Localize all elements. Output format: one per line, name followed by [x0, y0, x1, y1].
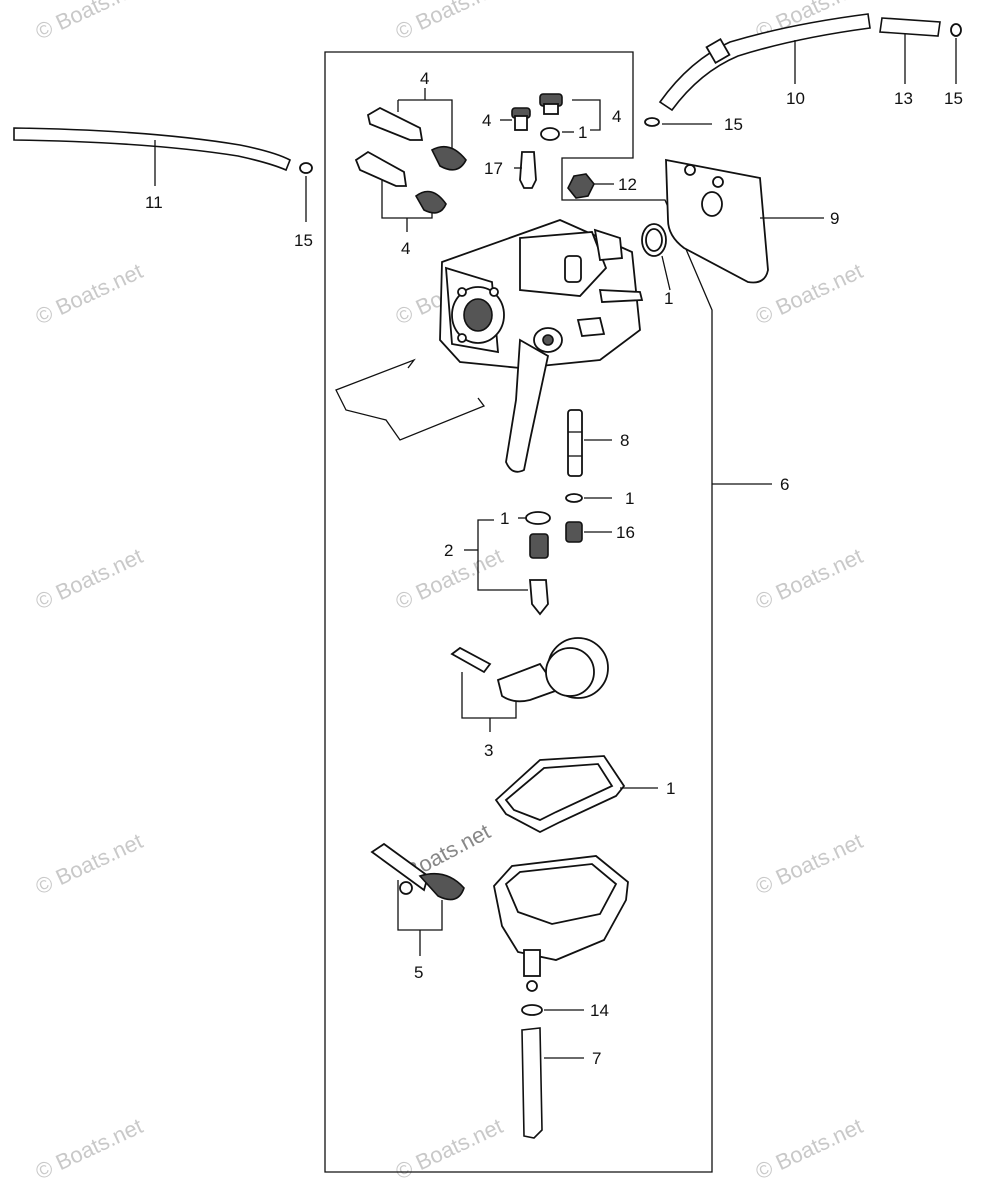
callout-3: 3	[484, 741, 493, 760]
callout-1: 1	[666, 779, 675, 798]
valve-seat-2	[464, 511, 551, 616]
watermark: © Boats.net	[32, 258, 147, 329]
callout-4: 4	[482, 111, 491, 130]
watermark: © Boats.net	[752, 543, 867, 614]
callout-9: 9	[830, 209, 839, 228]
callout-2: 2	[444, 541, 453, 560]
clamp-15-far-right	[950, 23, 962, 84]
washer-1-small	[565, 493, 612, 503]
callout-1: 1	[500, 509, 509, 528]
float-bowl-gasket-1	[494, 755, 658, 834]
hose-11	[13, 127, 292, 186]
watermark: © Boats.net	[32, 1113, 147, 1184]
callout-15: 15	[724, 115, 743, 134]
hose-10	[658, 13, 871, 112]
callout-8: 8	[620, 431, 629, 450]
callout-4: 4	[420, 69, 429, 88]
callout-11: 11	[145, 193, 163, 212]
clamp-15-right	[644, 117, 712, 127]
drain-screw-5	[370, 842, 465, 956]
carburetor-body	[439, 219, 644, 473]
callout-17: 17	[484, 159, 503, 178]
watermark: © Boats.net	[392, 0, 507, 45]
hose-13	[879, 17, 941, 84]
watermark: © Boats.net	[752, 258, 867, 329]
callout-10: 10	[786, 89, 805, 108]
callout-5: 5	[414, 963, 423, 982]
fuel-cut-valve-17	[514, 151, 537, 189]
callout-14: 14	[590, 1001, 609, 1020]
main-jet-16	[565, 521, 612, 543]
assembly-boundary	[324, 51, 713, 1173]
oring-1-side	[641, 223, 671, 291]
float-3	[450, 637, 609, 732]
watermark: © Boats.net	[32, 0, 147, 45]
callout-1: 1	[625, 489, 634, 508]
callout-labels: 4 4 4 1 17 12 15 10 13 15 11 15 4 9 1 8 …	[145, 69, 963, 1068]
callout-15: 15	[944, 89, 963, 108]
callout-4: 4	[612, 107, 621, 126]
clamp-15-left	[299, 162, 313, 222]
pilot-screw-lower	[354, 150, 447, 232]
watermark: © Boats.net	[752, 1113, 867, 1184]
watermark: © Boats.net	[392, 1113, 507, 1184]
pilot-screw-upper	[366, 88, 467, 171]
callout-16: 16	[616, 523, 635, 542]
callout-12: 12	[618, 175, 637, 194]
callout-15: 15	[294, 231, 313, 250]
watermark: © Boats.net	[32, 828, 147, 899]
callout-4: 4	[401, 239, 410, 258]
float-bowl	[493, 855, 629, 992]
callout-6: 6	[780, 475, 789, 494]
wire-bail	[335, 358, 486, 441]
callout-7: 7	[592, 1049, 601, 1068]
callout-1: 1	[578, 123, 587, 142]
needle-jet-8	[567, 409, 612, 477]
callout-13: 13	[894, 89, 913, 108]
watermark: © Boats.net	[32, 543, 147, 614]
callout-1: 1	[664, 289, 673, 308]
drain-tube-7	[521, 1027, 584, 1139]
clamp-14	[521, 1004, 584, 1016]
watermark: © Boats.net	[752, 828, 867, 899]
nut-12	[567, 173, 614, 199]
drain-screw-group	[500, 93, 601, 141]
insulator-plate-9	[665, 158, 824, 284]
